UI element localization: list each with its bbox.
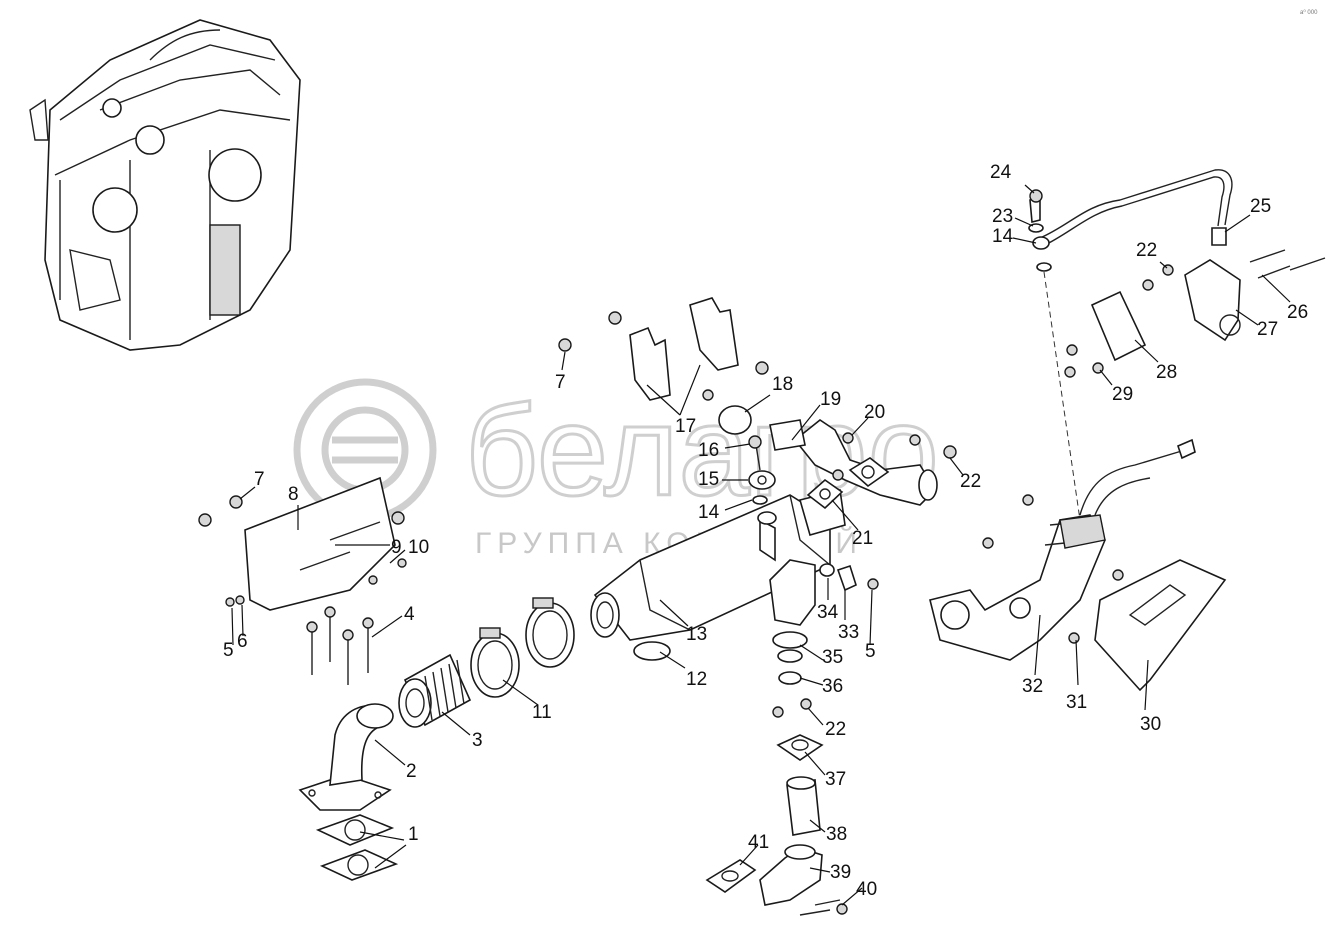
callout-9: 9: [391, 537, 402, 558]
clamp-11: [470, 597, 575, 698]
callout-26: 26: [1287, 302, 1308, 323]
callout-36: 36: [822, 676, 843, 697]
bolts-4: [306, 606, 374, 685]
callout-28: 28: [1156, 362, 1177, 383]
callout-11: 11: [532, 702, 552, 723]
callout-32: 32: [1022, 676, 1043, 697]
callout-16: 16: [698, 440, 719, 461]
callout-3: 3: [472, 730, 483, 751]
callout-30: 30: [1140, 714, 1161, 735]
callout-22: 22: [825, 719, 846, 740]
callout-41: 41: [748, 832, 769, 853]
gasket-1: [315, 814, 399, 881]
elbow-pipe-2: [298, 703, 394, 811]
watermark-brand: белагро: [465, 380, 939, 523]
bellows-3: [398, 653, 472, 728]
callout-21: 21: [852, 528, 873, 549]
callout-13: 13: [686, 624, 707, 645]
engine-overview-illustration: [29, 19, 301, 351]
callout-19: 19: [820, 389, 841, 410]
callout-35: 35: [822, 647, 843, 668]
callout-10: 10: [408, 537, 429, 558]
callout-6: 6: [237, 631, 248, 652]
callout-24: 24: [990, 162, 1012, 183]
leader-lines: [231, 184, 1291, 906]
callout-33: 33: [838, 622, 859, 643]
pipe-and-valve-23-29: [1028, 169, 1326, 378]
callout-14: 14: [992, 226, 1014, 247]
o-ring-12: [633, 641, 671, 661]
o-rings-35-36: [772, 631, 808, 685]
o-ring-18: [718, 405, 752, 435]
fasteners-left: [198, 338, 572, 607]
callout-23: 23: [992, 206, 1013, 227]
callout-34: 34: [817, 602, 839, 623]
assembly-axis: [1043, 271, 1081, 521]
callout-8: 8: [288, 484, 299, 505]
callout-27: 27: [1257, 319, 1278, 340]
fittings-33-34: [819, 563, 879, 592]
callout-14: 14: [698, 502, 720, 523]
callout-18: 18: [772, 374, 793, 395]
callout-17: 17: [675, 416, 696, 437]
callout-31: 31: [1066, 692, 1087, 713]
nuts-20: [832, 432, 957, 481]
callout-5: 5: [865, 641, 876, 662]
banjo-fitting-15-16: [748, 435, 776, 505]
callout-labels: 1 2 3 4 5 5 6 7 7 8 9 10 11 12 13 14 14 …: [223, 162, 1308, 900]
gaskets-21: [806, 457, 890, 510]
callout-15: 15: [698, 469, 719, 490]
callout-12: 12: [686, 669, 707, 690]
callout-25: 25: [1250, 196, 1271, 217]
callout-20: 20: [864, 402, 885, 423]
callout-37: 37: [825, 769, 846, 790]
callout-7: 7: [555, 372, 566, 393]
callout-1: 1: [408, 824, 419, 845]
egr-valve-32: [929, 438, 1196, 661]
callout-22: 22: [1136, 240, 1157, 261]
callout-39: 39: [830, 862, 851, 883]
callout-22: 22: [960, 471, 981, 492]
callout-29: 29: [1112, 384, 1133, 405]
callout-5: 5: [223, 640, 234, 661]
brackets-17: [608, 297, 769, 401]
callout-2: 2: [406, 761, 417, 782]
heat-shield-8: [244, 476, 396, 611]
callout-7: 7: [254, 469, 265, 490]
corner-code: a⁰ 000: [1300, 9, 1318, 16]
callout-38: 38: [826, 824, 847, 845]
heat-shield-30: [1094, 559, 1227, 692]
egr-pipe-19: [769, 419, 938, 506]
egr-cooler-13: [590, 489, 846, 641]
callout-40: 40: [856, 879, 877, 900]
callout-4: 4: [404, 604, 415, 625]
